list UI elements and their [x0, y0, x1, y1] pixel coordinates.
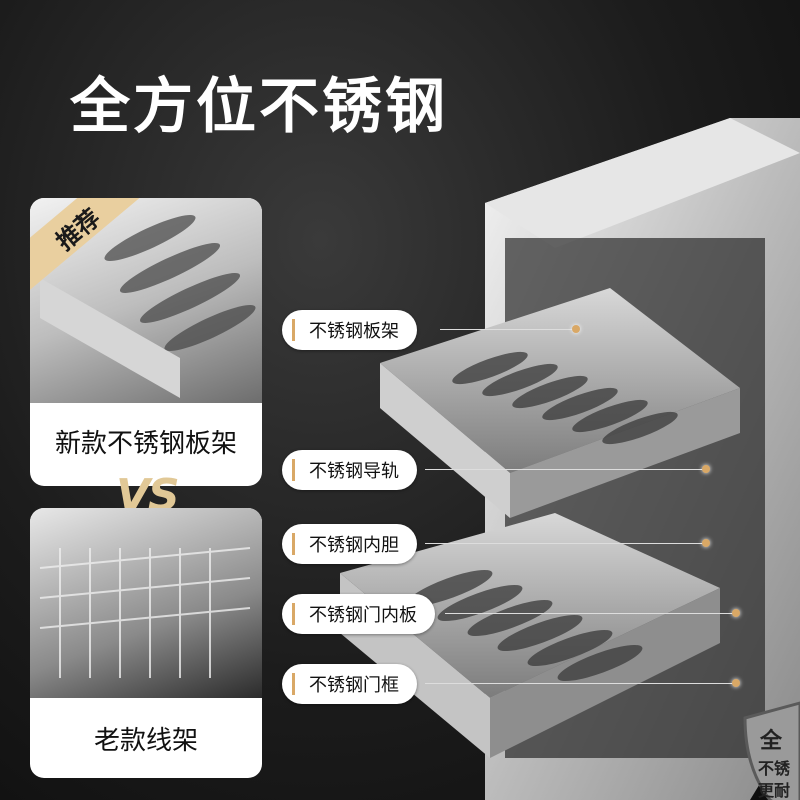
leader-line: [425, 543, 705, 544]
callout-door-inner-panel: 不锈钢门内板: [282, 594, 435, 634]
callout-dot: [732, 679, 740, 687]
shield-icon: [743, 701, 800, 800]
callout-dot: [702, 539, 710, 547]
new-rack-card: 推荐 新款不锈钢板架: [30, 198, 262, 486]
callout-plate-rack: 不锈钢板架: [282, 310, 417, 350]
shield-line3: 更耐: [758, 781, 790, 800]
new-rack-photo: [30, 198, 262, 403]
callout-inner-liner: 不锈钢内胆: [282, 524, 417, 564]
old-rack-card: 老款线架: [30, 508, 262, 778]
callout-dot: [732, 609, 740, 617]
disinfection-cabinet-illustration: 全 不锈 更耐: [340, 118, 800, 800]
leader-line: [440, 329, 575, 330]
callout-door-inner-panel-label: 不锈钢门内板: [309, 605, 417, 626]
callout-door-frame: 不锈钢门框: [282, 664, 417, 704]
new-rack-label: 新款不锈钢板架: [54, 429, 237, 459]
callout-dot: [702, 465, 710, 473]
leader-line: [425, 469, 705, 470]
callout-plate-rack-label: 不锈钢板架: [309, 321, 399, 342]
shield-line1: 全: [759, 728, 783, 754]
callout-guide-rail-label: 不锈钢导轨: [309, 461, 399, 482]
page-title: 全方位不锈钢: [70, 72, 448, 142]
callout-door-frame-label: 不锈钢门框: [309, 675, 399, 696]
callout-guide-rail: 不锈钢导轨: [282, 450, 417, 490]
callout-inner-liner-label: 不锈钢内胆: [309, 535, 399, 556]
old-rack-photo: [30, 508, 262, 698]
leader-line: [445, 613, 735, 614]
old-rack-label: 老款线架: [93, 726, 198, 756]
shield-line2: 不锈: [758, 759, 791, 778]
callout-dot: [572, 325, 580, 333]
leader-line: [425, 683, 735, 684]
